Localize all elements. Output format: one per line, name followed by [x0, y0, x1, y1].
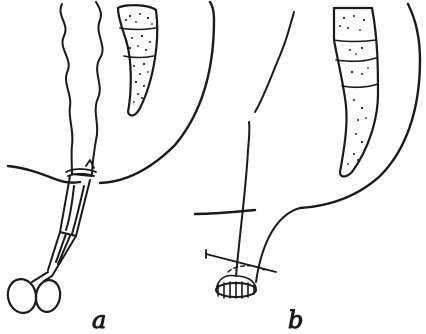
panel-b: b [195, 4, 420, 334]
clamp-jaws [60, 176, 90, 236]
panel-b-label: b [288, 306, 303, 334]
appendix-stump [236, 12, 300, 282]
panel-a: a [5, 2, 214, 334]
abdominal-wall-b [195, 4, 420, 214]
abdominal-wall-a [8, 2, 214, 183]
panel-a-label: a [92, 306, 106, 334]
appendix [60, 2, 102, 176]
forceps [5, 232, 76, 316]
stump-cuff [216, 276, 256, 298]
cecum-segment-a [118, 5, 157, 115]
suture-needle [206, 250, 276, 272]
cecum-segment-b [334, 8, 378, 177]
